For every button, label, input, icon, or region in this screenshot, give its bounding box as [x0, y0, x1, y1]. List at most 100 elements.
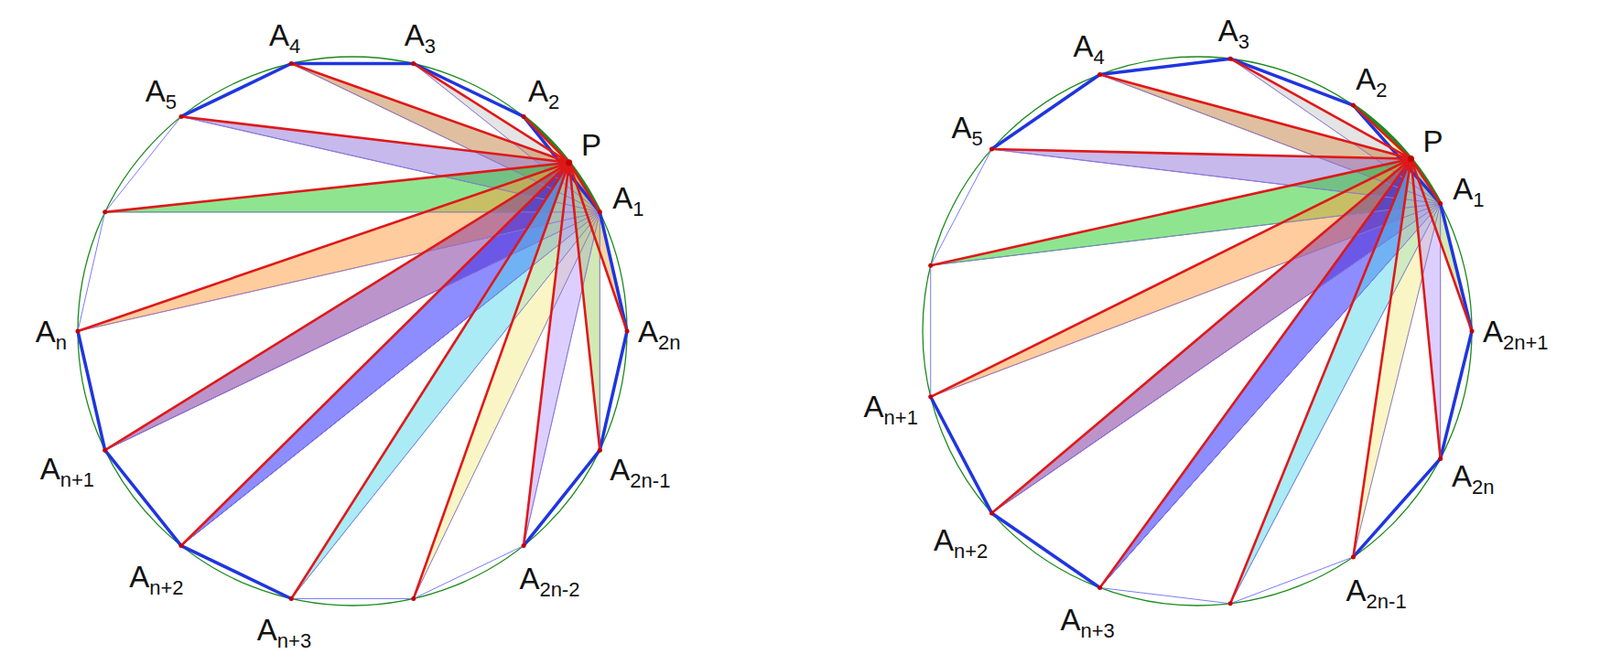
- chord-from-a1: [1100, 204, 1441, 589]
- vertex-dot: [928, 263, 933, 269]
- vertex-dot: [597, 209, 603, 215]
- vertex-label: A2n: [637, 316, 682, 347]
- vertex-label: A4: [269, 20, 301, 51]
- chord-from-a1: [1440, 204, 1472, 332]
- vertex-label: An+2: [933, 525, 988, 556]
- polygon-side: [291, 62, 414, 66]
- polygon-side: [77, 331, 106, 451]
- chord-from-a1: [105, 211, 601, 213]
- vertex-dot: [1097, 72, 1103, 77]
- segment-from-p: [523, 162, 570, 547]
- segment-from-p: [1230, 159, 1411, 605]
- chord-from-a1: [291, 64, 600, 213]
- polygon-side: [599, 331, 628, 451]
- vertex-dot: [989, 510, 995, 516]
- segment-from-p: [1352, 159, 1411, 558]
- circumcircle: [922, 56, 1472, 606]
- vertex-dot: [989, 147, 995, 152]
- segment-from-p: [181, 116, 570, 163]
- chord-from-a1: [599, 212, 628, 332]
- vertex-label: A2n-2: [518, 563, 580, 595]
- polygon-side: [930, 149, 993, 266]
- vertex-dot: [289, 61, 294, 66]
- segment-from-p: [1100, 159, 1412, 589]
- segment-from-p: [181, 162, 570, 547]
- polygon-side: [291, 598, 414, 600]
- circumcircle: [77, 56, 628, 606]
- point-label: P: [1423, 126, 1444, 157]
- vertex-label: A1: [1452, 173, 1484, 205]
- shaded-triangle: [291, 162, 600, 600]
- segment-from-p: [291, 162, 569, 600]
- vertex-label: A1: [612, 183, 644, 214]
- vertex-dot: [1437, 201, 1443, 206]
- vertex-label: A3: [1218, 15, 1250, 46]
- segment-from-p: [291, 64, 569, 163]
- vertex-dot: [521, 114, 527, 119]
- vertex-dot: [1351, 103, 1356, 109]
- polygon-side: [1100, 588, 1232, 605]
- vertex-dot: [1470, 329, 1475, 335]
- vertex-dot: [1097, 585, 1103, 591]
- vertex-label: An+3: [257, 615, 312, 646]
- polygon-side: [523, 450, 600, 546]
- chord-from-a1: [181, 212, 600, 547]
- polygon-side: [1230, 557, 1353, 605]
- segment-from-p: [77, 162, 570, 332]
- vertex-dot: [1351, 554, 1356, 560]
- vertex-label: A2n: [1451, 461, 1495, 492]
- segment-from-p: [930, 159, 1412, 267]
- segment-from-p: [105, 162, 570, 451]
- vertex-label: An+1: [864, 391, 919, 422]
- vertex-label: A2: [1355, 64, 1387, 95]
- chord-from-a1: [1100, 74, 1441, 204]
- polygon-side: [105, 450, 182, 546]
- vertex-dot: [928, 394, 933, 400]
- vertex-label: A2n+1: [1482, 316, 1549, 347]
- polygon-side: [413, 64, 524, 118]
- vertex-label: A5: [145, 75, 177, 107]
- polygon-side: [1100, 58, 1232, 75]
- chord-from-a1: [105, 212, 601, 451]
- vertex-dot: [1228, 56, 1233, 62]
- vertex-dot: [178, 114, 184, 119]
- vertex-dot: [521, 543, 527, 549]
- vertex-label: A2n-1: [609, 454, 671, 486]
- vertex-dot: [75, 329, 81, 335]
- polygon-side: [181, 64, 292, 118]
- vertex-label: A4: [1073, 31, 1105, 62]
- polygon-side: [1230, 58, 1353, 106]
- vertex-dot: [597, 448, 603, 454]
- polygon-side: [991, 74, 1100, 150]
- polygon-side: [1440, 204, 1472, 332]
- vertex-dot: [1228, 601, 1233, 606]
- polygon-side: [77, 212, 106, 332]
- chord-from-a1: [77, 212, 600, 332]
- shaded-triangle: [413, 162, 601, 600]
- vertex-dot: [289, 596, 294, 602]
- polygon-side: [599, 212, 628, 332]
- vertex-label: A3: [404, 20, 436, 51]
- segment-from-p: [413, 162, 570, 600]
- polygon-figure: [75, 56, 630, 606]
- vertex-dot: [410, 61, 416, 66]
- polygon-side: [105, 116, 182, 212]
- vertex-label: A2: [528, 75, 560, 107]
- chord-from-a1: [413, 212, 601, 600]
- vertex-dot: [410, 596, 416, 602]
- segment-from-p: [991, 149, 1411, 160]
- point-p: [1407, 155, 1415, 163]
- polygon-side: [930, 397, 993, 514]
- vertex-label: A2n-1: [1346, 575, 1407, 606]
- vertex-label: A5: [951, 112, 984, 143]
- vertex-dot: [102, 448, 108, 454]
- vertex-label: An+2: [129, 562, 184, 593]
- point-label: P: [581, 129, 602, 161]
- polygon-side: [991, 513, 1100, 589]
- vertex-label: An: [35, 316, 67, 347]
- vertex-dot: [102, 209, 108, 215]
- vertex-dot: [178, 543, 184, 549]
- chord-from-a1: [523, 212, 600, 547]
